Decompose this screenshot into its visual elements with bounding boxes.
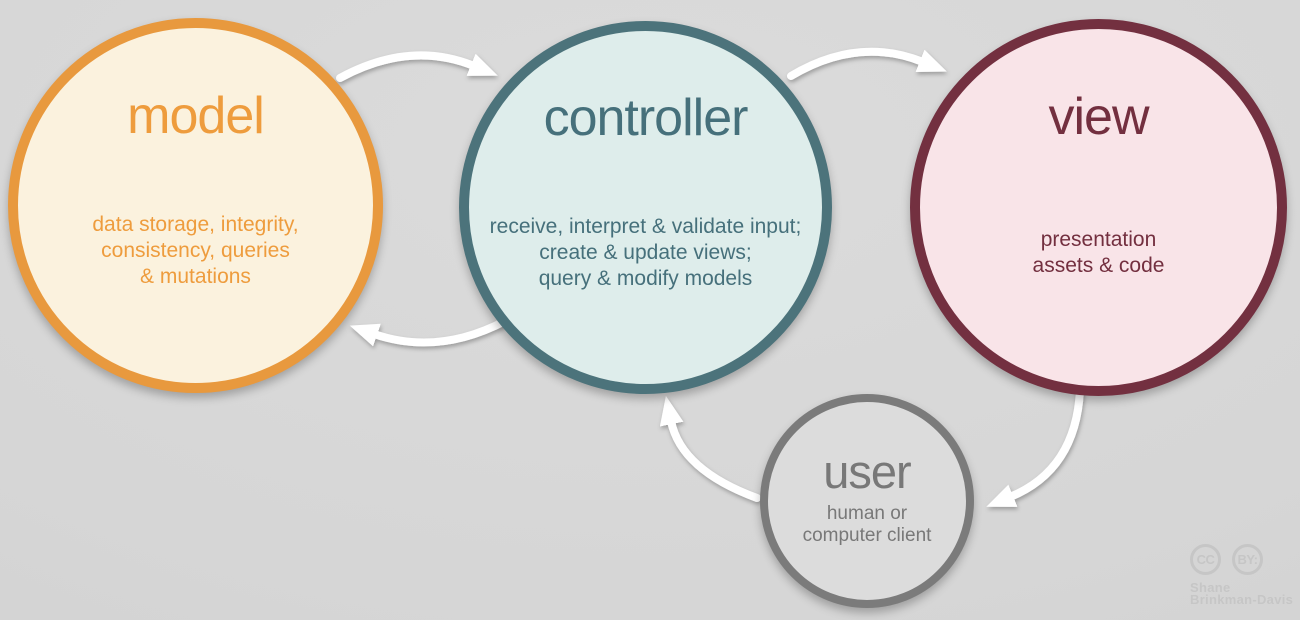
node-view-desc-line: assets & code (1032, 254, 1165, 277)
node-controller-desc-line: create & update views; (539, 241, 752, 264)
arrow-model-to-controller (336, 51, 498, 82)
author-line: Shane (1190, 580, 1231, 595)
cc-by-icon: BY: (1232, 544, 1263, 575)
node-controller-title: controller (543, 89, 749, 147)
node-model-title: model (127, 87, 265, 145)
node-user-desc-line: human or (826, 503, 908, 524)
node-controller-description: receive, interpret & validate input; cre… (490, 214, 802, 292)
node-user: user human or computer client (760, 394, 974, 608)
author-attribution: Shane Brinkman-Davis (1190, 580, 1294, 607)
node-model-desc-line: data storage, integrity, (92, 213, 299, 236)
node-controller: controller receive, interpret & validate… (459, 21, 832, 394)
node-user-desc-line: computer client (802, 525, 932, 546)
node-view-title: view (1048, 88, 1149, 146)
author-line: Brinkman-Davis (1190, 592, 1294, 607)
cc-icon: CC (1190, 544, 1221, 575)
arrow-view-to-user (986, 386, 1084, 507)
node-view-description: presentation assets & code (1033, 227, 1165, 279)
node-model-desc-line: & mutations (140, 265, 251, 288)
arrow-user-to-controller (659, 395, 761, 502)
node-view: view presentation assets & code (910, 19, 1287, 396)
node-model-description: data storage, integrity, consistency, qu… (92, 212, 298, 290)
arrow-controller-to-model (349, 317, 509, 347)
node-user-title: user (823, 445, 911, 498)
node-view-desc-line: presentation (1040, 228, 1157, 251)
node-controller-desc-line: receive, interpret & validate input; (489, 215, 802, 238)
node-controller-desc-line: query & modify models (538, 267, 753, 290)
node-user-description: human or computer client (803, 503, 932, 547)
arrow-controller-to-view (787, 47, 947, 80)
node-model: model data storage, integrity, consisten… (8, 18, 383, 393)
node-model-desc-line: consistency, queries (101, 239, 290, 262)
license-attribution: CC BY: Shane Brinkman-Davis (1190, 544, 1293, 606)
cc-badges: CC BY: (1190, 544, 1293, 575)
